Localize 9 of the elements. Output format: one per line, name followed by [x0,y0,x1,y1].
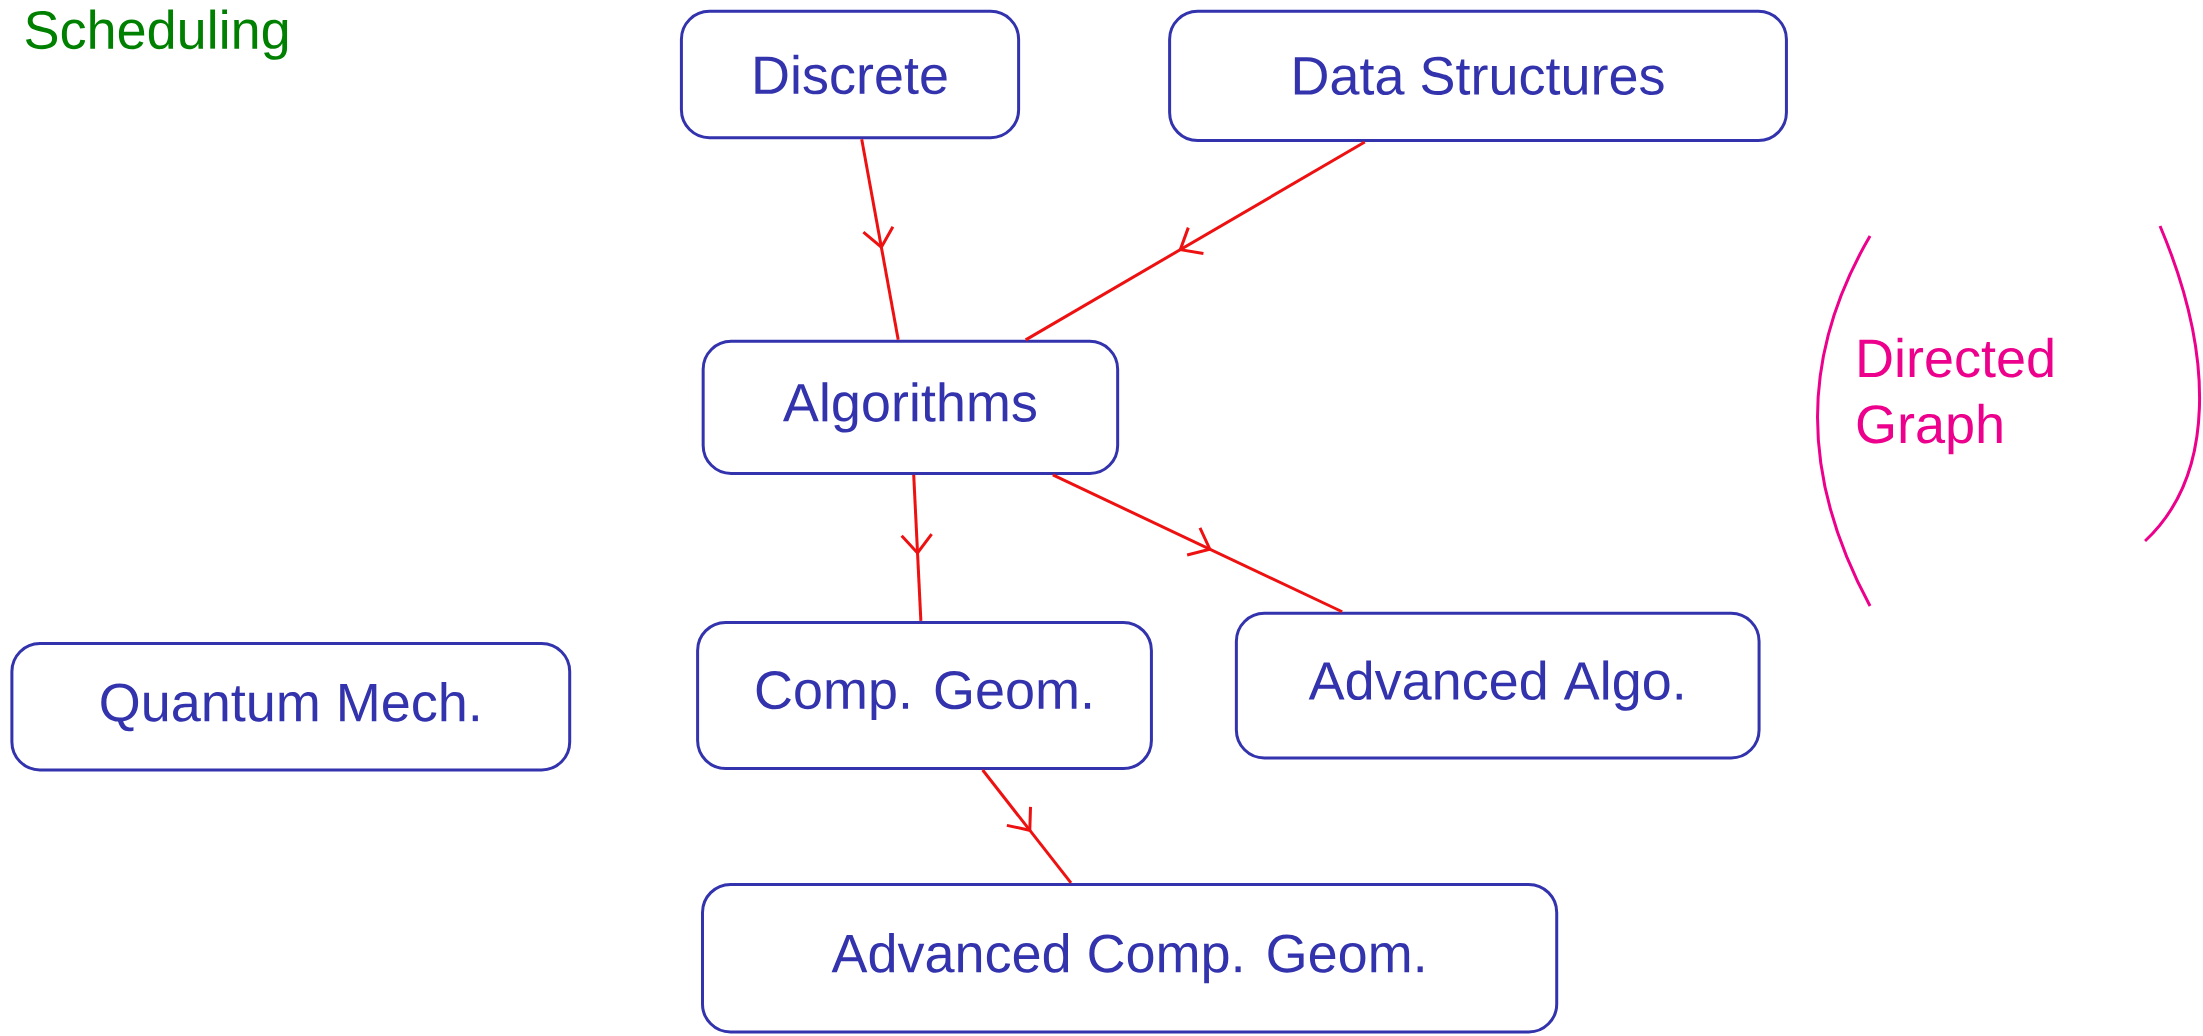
course-box: Comp. Geom. [696,620,1153,771]
course-box: Advanced Comp. Geom. [701,882,1559,1034]
course-box: Data Structures [1168,9,1788,143]
course-box: Advanced Algo. [1234,611,1761,760]
course-box: Quantum Mech. [10,642,572,772]
note: Directed Graph [1857,337,2053,455]
course-box: Discrete [679,9,1021,140]
course-box: Algorithms [701,339,1120,475]
heading: Scheduling [26,9,288,60]
